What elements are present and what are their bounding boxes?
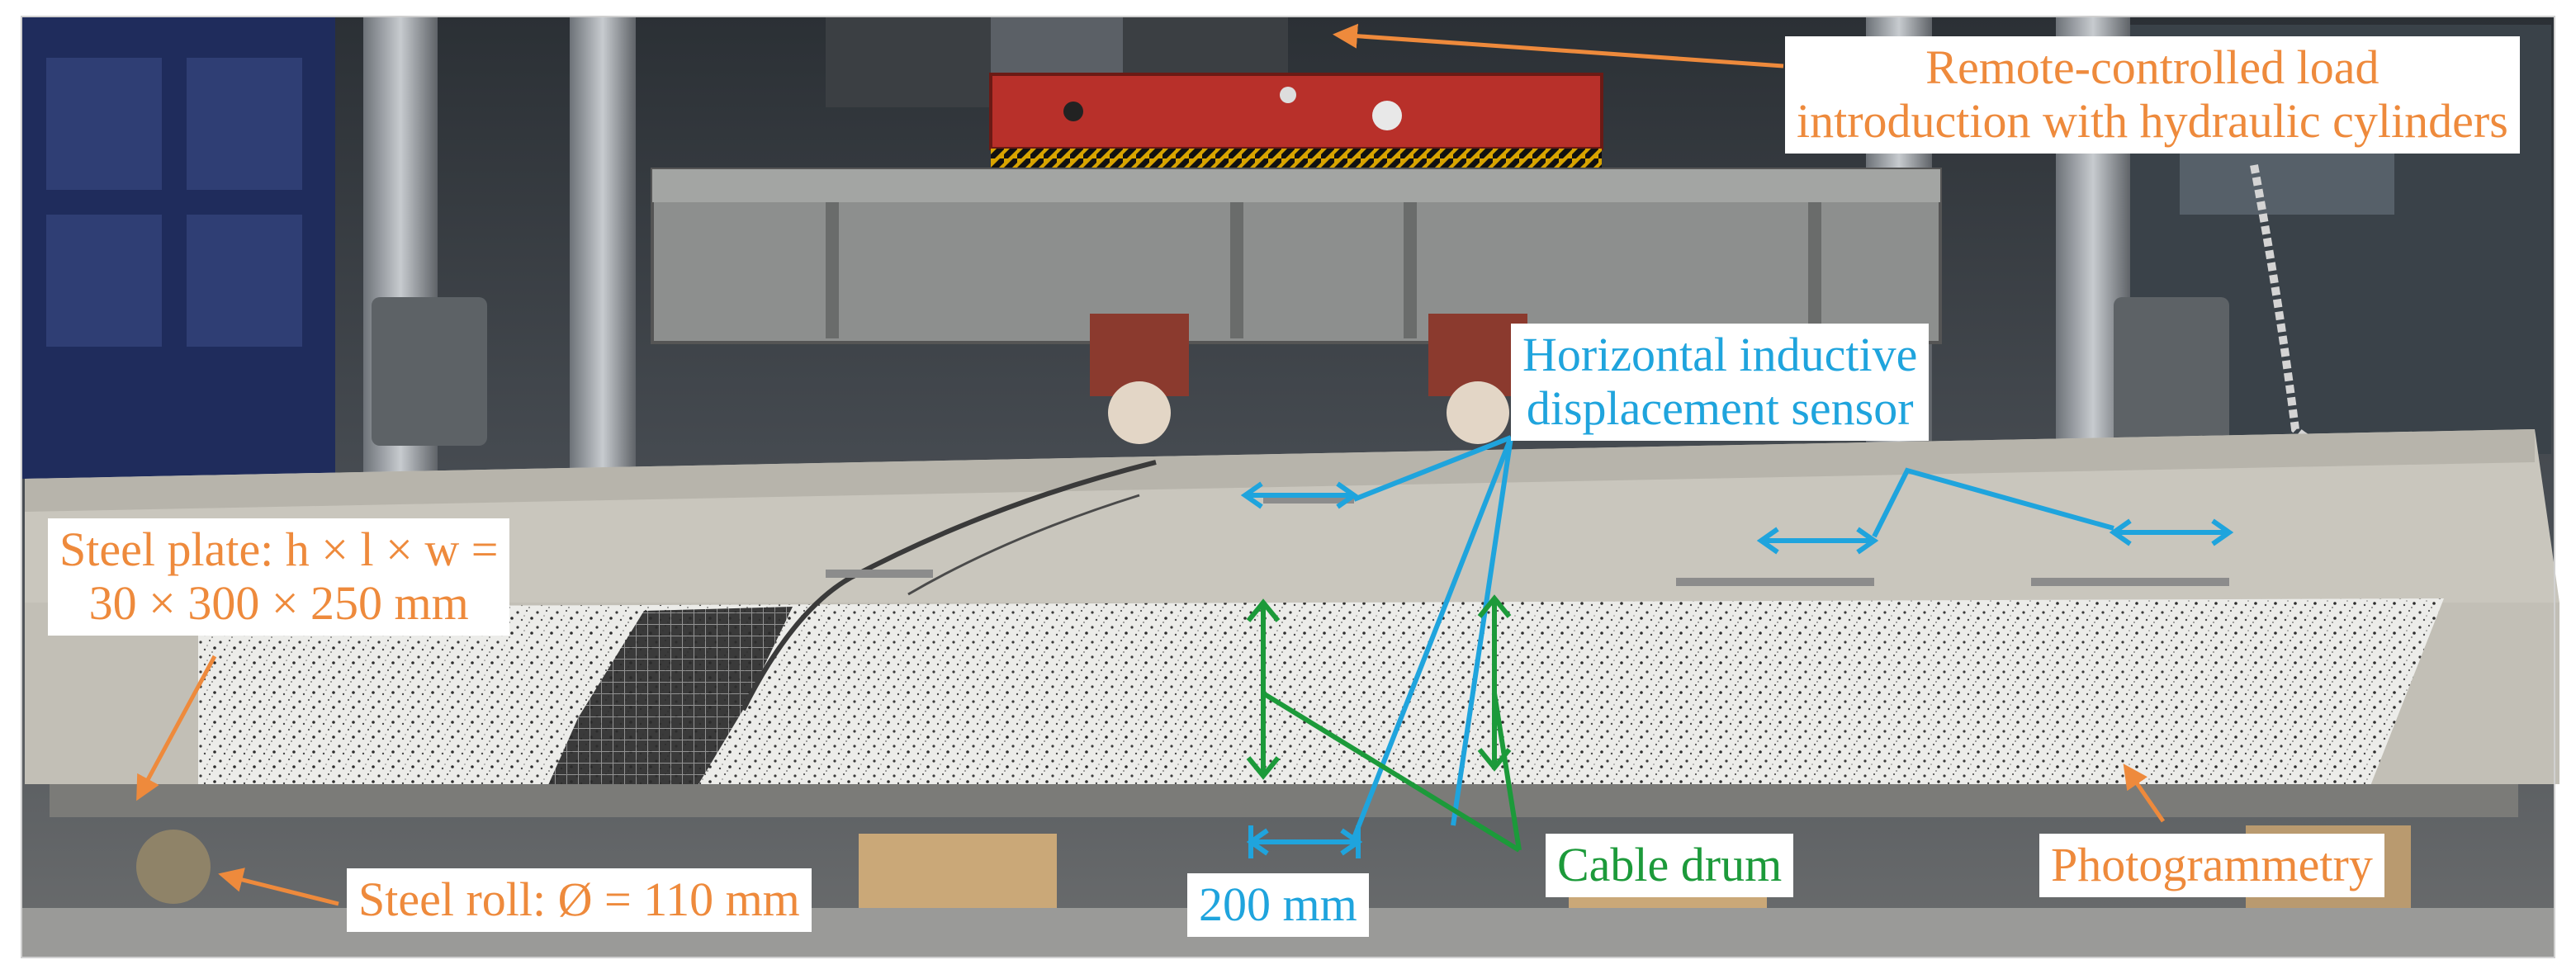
steel-roll bbox=[136, 830, 211, 904]
label-200-mm: 200 mm bbox=[1187, 873, 1369, 937]
displacement-sensors bbox=[826, 495, 2229, 586]
shear-crack bbox=[741, 460, 1157, 712]
hydraulic-load-introduction bbox=[826, 17, 1603, 172]
label-displacement-sensor: Horizontal inductive displacement sensor bbox=[1511, 324, 1930, 441]
label-photogrammetry: Photogrammetry bbox=[2039, 834, 2384, 897]
label-remote-line-1: Remote-controlled load bbox=[1925, 40, 2379, 94]
label-plate-line-1: Steel plate: h × l × w = bbox=[59, 522, 499, 576]
label-sensor-line-1: Horizontal inductive bbox=[1522, 328, 1918, 381]
label-remote-line-2: introduction with hydraulic cylinders bbox=[1797, 93, 2508, 148]
green-cable-drum-arrows bbox=[1246, 594, 1522, 853]
label-steel-plate: Steel plate: h × l × w = 30 × 300 × 250 … bbox=[48, 518, 510, 636]
blue-measurement-arrows bbox=[1240, 435, 2234, 858]
steel-traverse bbox=[651, 168, 1942, 344]
label-plate-line-2: 30 × 300 × 250 mm bbox=[88, 575, 469, 630]
label-cable-drum: Cable drum bbox=[1546, 834, 1794, 897]
label-remote-controlled-load: Remote-controlled load introduction with… bbox=[1785, 36, 2520, 154]
label-sensor-line-2: displacement sensor bbox=[1526, 381, 1914, 435]
exposed-reinforcement bbox=[545, 607, 793, 792]
label-steel-roll: Steel roll: Ø = 110 mm bbox=[347, 868, 812, 932]
orange-callout-lines bbox=[136, 23, 2166, 906]
concrete-beam bbox=[25, 429, 2559, 817]
